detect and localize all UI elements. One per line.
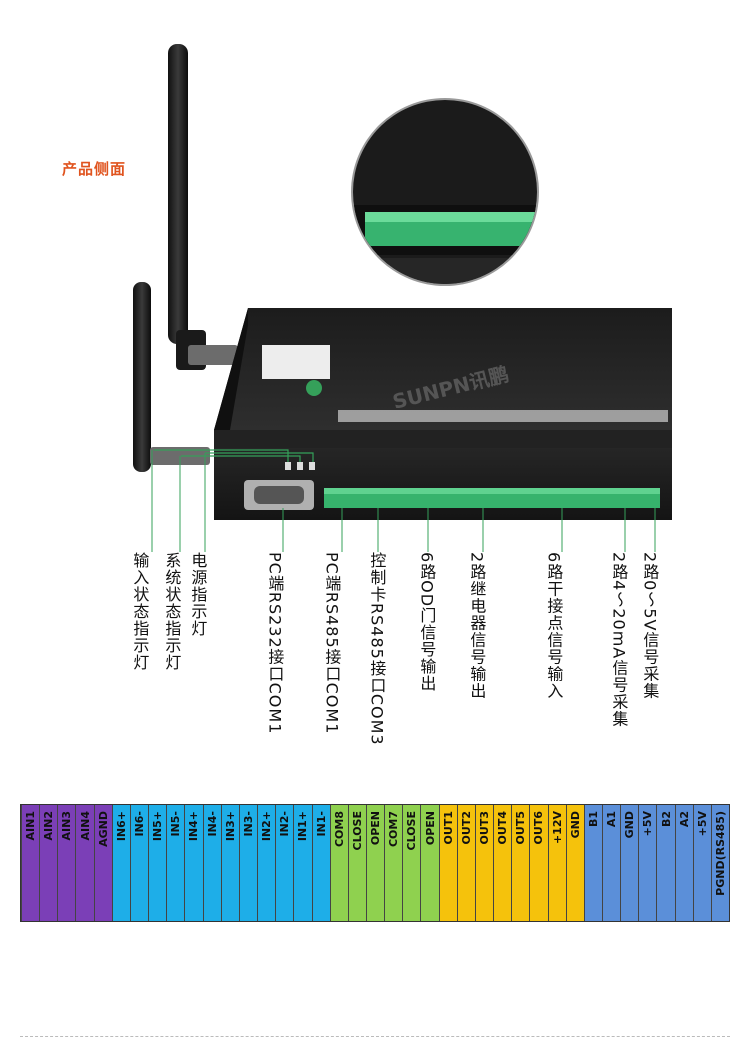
- pin-label: IN6+: [114, 811, 128, 842]
- pin-label: OUT2: [459, 811, 473, 845]
- pin-label: GND: [568, 811, 582, 839]
- pin-cell: OPEN: [420, 805, 439, 921]
- pin-label: CLOSE: [350, 811, 364, 851]
- pin-label: PGND(RS485): [714, 811, 728, 896]
- pin-label: A2: [677, 811, 691, 828]
- pin-label: OUT3: [477, 811, 491, 845]
- pin-cell: IN3-: [238, 805, 258, 921]
- leader-lines: [151, 450, 656, 552]
- pin-label: IN3-: [241, 811, 255, 837]
- pin-label: COM8: [332, 811, 346, 848]
- pin-label: AIN3: [60, 811, 74, 841]
- port-label: 6路干接点信号输入: [544, 552, 564, 700]
- pin-cell: IN6-: [129, 805, 149, 921]
- pin-cell: GND: [565, 805, 584, 921]
- antenna-tall: [168, 44, 238, 370]
- port-label: 控制卡RS485接口COM3: [367, 552, 387, 746]
- pin-label: IN3+: [223, 811, 237, 842]
- pin-cell: OPEN: [365, 805, 385, 921]
- pin-cell: +5V: [638, 805, 657, 921]
- pin-cell: CLOSE: [347, 805, 366, 921]
- port-label: 2路继电器信号输出: [467, 552, 487, 700]
- pin-label: AIN4: [78, 811, 92, 841]
- pin-label: IN2-: [278, 811, 292, 837]
- pin-cell: IN1+: [293, 805, 312, 921]
- pin-cell: IN2-: [275, 805, 294, 921]
- pin-cell: IN2+: [257, 805, 276, 921]
- pin-label: B1: [586, 811, 600, 828]
- pin-cell: A2: [674, 805, 693, 921]
- pin-cell: COM7: [384, 805, 403, 921]
- pin-label: A1: [605, 811, 619, 828]
- product-side-photo: SUNPN讯鹏: [133, 44, 672, 552]
- pin-cell: CLOSE: [402, 805, 421, 921]
- pin-label: OPEN: [423, 811, 437, 846]
- pin-label: +5V: [641, 811, 655, 837]
- pin-cell: IN6+: [111, 805, 130, 921]
- pin-cell: +5V: [692, 805, 711, 921]
- pin-cell: COM8: [329, 805, 348, 921]
- pin-cell: OUT2: [456, 805, 475, 921]
- pin-label: OUT6: [532, 811, 546, 845]
- pin-cell: OUT1: [438, 805, 457, 921]
- pin-cell: OUT5: [511, 805, 530, 921]
- pin-cell: OUT3: [474, 805, 494, 921]
- section-title: 产品侧面: [62, 160, 127, 178]
- pin-cell: B1: [583, 805, 602, 921]
- pin-label: +5V: [695, 811, 709, 837]
- pin-cell: +12V: [547, 805, 566, 921]
- pin-label: OUT4: [496, 811, 510, 845]
- pin-cell: GND: [620, 805, 639, 921]
- pin-cell: B2: [656, 805, 675, 921]
- pin-cell: A1: [602, 805, 621, 921]
- port-label: 2路4～20mA信号采集: [609, 552, 629, 728]
- pin-label: AIN2: [42, 811, 56, 841]
- pin-cell: AIN3: [57, 805, 76, 921]
- pin-cell: IN5+: [148, 805, 167, 921]
- port-label: 系统状态指示灯: [162, 552, 182, 671]
- pin-label: AIN1: [24, 811, 38, 841]
- pin-label: GND: [623, 811, 637, 839]
- controller-box: SUNPN讯鹏: [154, 308, 672, 520]
- pin-cell: AIN1: [21, 805, 40, 921]
- port-label: 2路0～5V信号采集: [640, 552, 660, 700]
- dashed-divider: [20, 1036, 730, 1037]
- port-label: 电源指示灯: [188, 552, 208, 637]
- pin-cell: IN3+: [220, 805, 239, 921]
- pin-label: IN6-: [133, 811, 147, 837]
- pin-label: IN1+: [296, 811, 310, 842]
- pin-label: IN1-: [314, 811, 328, 837]
- pin-label: IN2+: [260, 811, 274, 842]
- pin-label: IN4+: [187, 811, 201, 842]
- pin-label: OUT5: [514, 811, 528, 845]
- terminal-zoom-circle: [351, 98, 539, 286]
- pin-cell: PGND(RS485): [710, 805, 730, 921]
- pin-cell: OUT4: [493, 805, 512, 921]
- pin-label: B2: [659, 811, 673, 828]
- pin-cell: AIN4: [75, 805, 94, 921]
- pin-label: IN5-: [169, 811, 183, 837]
- port-label: PC端RS232接口COM1: [265, 552, 285, 735]
- pin-label: IN4-: [205, 811, 219, 837]
- pin-cell: IN1-: [311, 805, 330, 921]
- pin-cell: AGND: [93, 805, 112, 921]
- port-label: 6路OD门信号输出: [417, 552, 437, 693]
- port-label: 输入状态指示灯: [130, 552, 150, 671]
- pin-label: OUT1: [441, 811, 455, 845]
- pin-label: IN5+: [151, 811, 165, 842]
- pin-label: +12V: [550, 811, 564, 845]
- pin-label: COM7: [387, 811, 401, 848]
- pin-definition-table: AIN1 AIN2 AIN3 AIN4 AGND IN6+ IN6- IN5+ IN5- IN4+…: [20, 804, 730, 922]
- pin-label: CLOSE: [405, 811, 419, 851]
- pin-cell: AIN2: [39, 805, 58, 921]
- pin-cell: IN4+: [184, 805, 203, 921]
- pin-label: AGND: [96, 811, 110, 847]
- pin-label: OPEN: [369, 811, 383, 846]
- pin-cell: IN5-: [166, 805, 185, 921]
- pin-cell: OUT6: [529, 805, 548, 921]
- port-label: PC端RS485接口COM1: [322, 552, 342, 735]
- pin-cell: IN4-: [202, 805, 221, 921]
